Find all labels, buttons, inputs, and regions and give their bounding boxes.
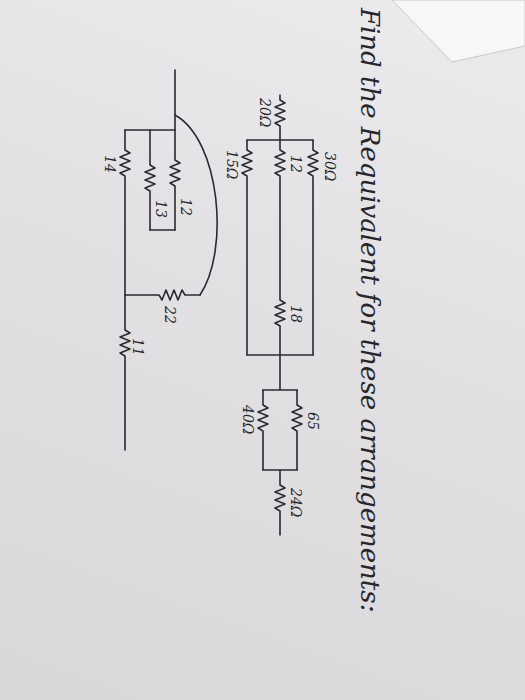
resistor-symbol [125, 290, 200, 300]
resistor-value: 18 [288, 305, 303, 323]
resistor-value: 30Ω [322, 152, 337, 181]
resistor-symbol [258, 390, 268, 470]
resistor-symbol [275, 470, 285, 535]
wire [150, 229, 175, 231]
resistor-symbol [242, 140, 252, 355]
resistor-value: 13 [153, 200, 168, 218]
resistor-symbol [120, 295, 130, 450]
resistor-symbol [308, 140, 318, 355]
resistor-value: 22 [162, 306, 177, 324]
resistor-symbol [275, 95, 285, 140]
resistor-symbol [120, 130, 130, 295]
resistor-value: 20Ω [257, 98, 272, 127]
wire [247, 355, 313, 390]
resistor-symbol [292, 390, 302, 470]
resistor-value: 12 [288, 155, 303, 173]
paper-sheet-corner [392, 0, 525, 62]
resistor-value: 24Ω [288, 488, 303, 517]
resistor-value: 40Ω [240, 405, 255, 434]
wire [175, 115, 217, 295]
wire [125, 70, 175, 130]
resistor-symbol [275, 140, 285, 355]
resistor-value: 65 [305, 412, 320, 430]
resistor-value: 12 [178, 198, 193, 216]
heading-text: Find the Requivalent for these arrangeme… [355, 8, 385, 612]
resistor-value: 15Ω [224, 150, 239, 179]
resistor-value: 14 [102, 155, 117, 173]
resistor-value: 11 [130, 338, 145, 356]
